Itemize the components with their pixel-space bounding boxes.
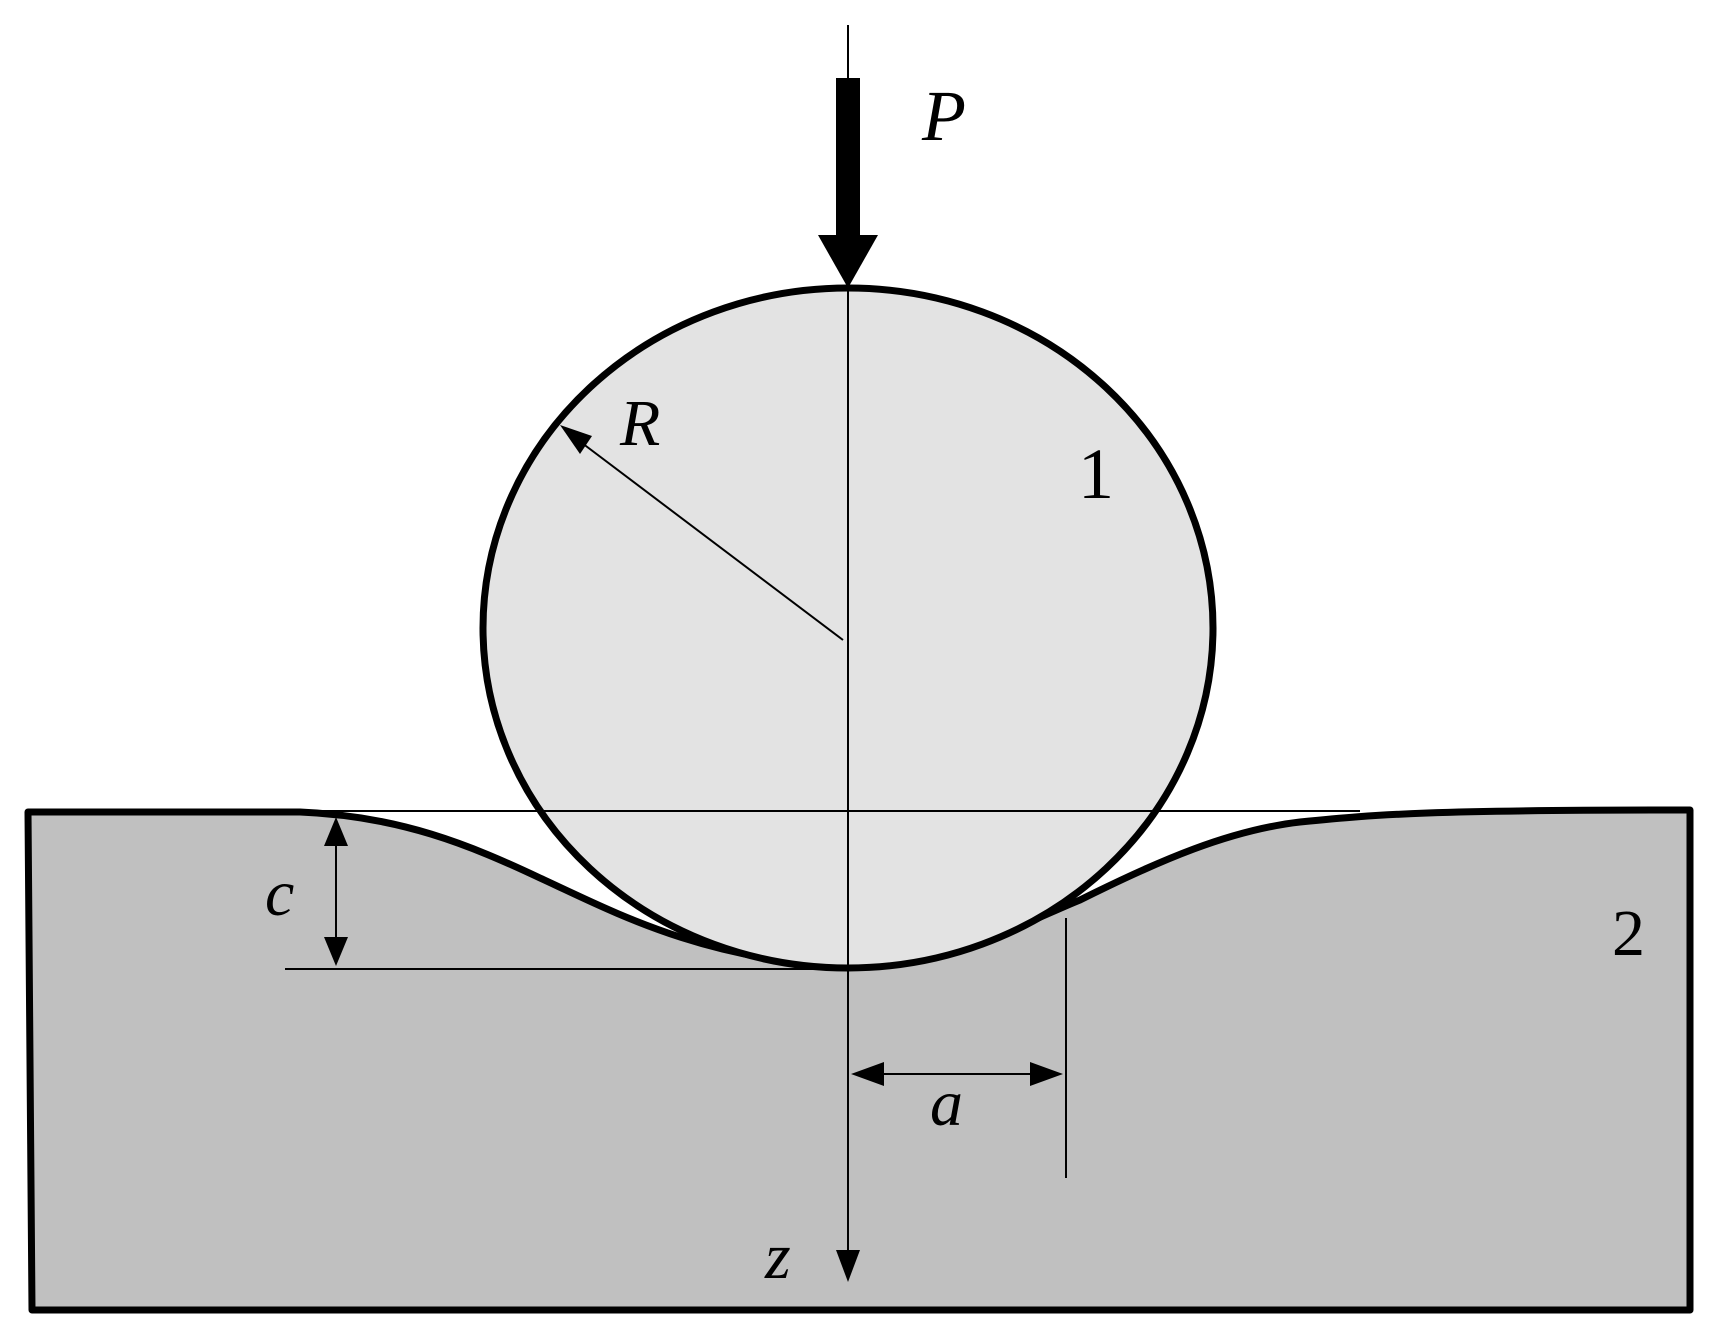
contact-radius-label: a bbox=[930, 1067, 963, 1140]
depth-arrowhead-bottom bbox=[324, 937, 348, 966]
z-axis-label: z bbox=[764, 1220, 791, 1293]
radius-line bbox=[577, 439, 844, 641]
radius-label: R bbox=[619, 387, 660, 460]
body-2-label: 2 bbox=[1612, 897, 1645, 970]
contact-radius-arrowhead-left bbox=[851, 1062, 884, 1086]
depth-arrowhead-top bbox=[324, 817, 348, 846]
load-label: P bbox=[921, 76, 966, 156]
contact-radius-arrowhead-right bbox=[1030, 1062, 1063, 1086]
load-arrow-shaft bbox=[836, 78, 860, 238]
z-axis-arrowhead bbox=[836, 1250, 860, 1282]
radius-arrowhead bbox=[560, 425, 592, 454]
load-arrow-head bbox=[818, 235, 878, 288]
depth-label: c bbox=[265, 857, 294, 930]
body-1-label: 1 bbox=[1078, 434, 1114, 514]
